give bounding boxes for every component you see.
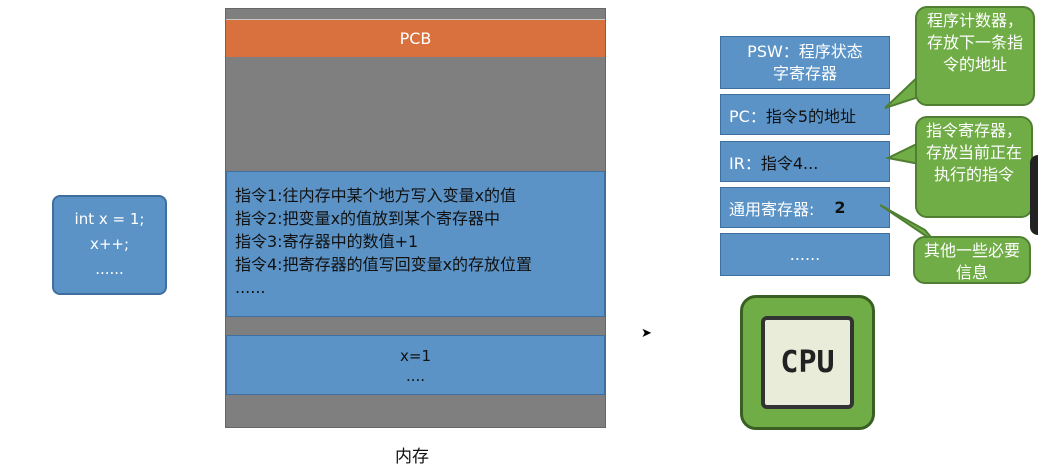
- general-label: 通用寄存器:: [729, 199, 815, 219]
- mouse-cursor-icon: ➤: [641, 326, 652, 341]
- ir-callout: 指令寄存器，存放当前正在执行的指令: [915, 116, 1033, 218]
- ir-label: IR：: [729, 153, 761, 173]
- pc-label: PC：: [729, 106, 766, 126]
- general-value: 2: [834, 198, 846, 217]
- pc-callout: 程序计数器，存放下一条指令的地址: [915, 6, 1035, 106]
- code-line-1: int x = 1;: [74, 210, 145, 228]
- pc-register: PC：指令5的地址: [720, 94, 890, 135]
- data-more: ....: [405, 367, 426, 385]
- code-line-2: x++;: [89, 235, 130, 253]
- variable-x: x=1: [400, 347, 431, 365]
- data-block: x=1 ....: [226, 335, 605, 395]
- instruction-4: 指令4:把寄存器的值写回变量x的存放位置: [235, 255, 533, 274]
- pcb-block: PCB: [226, 19, 605, 57]
- instruction-more: ......: [235, 278, 266, 297]
- instruction-2: 指令2:把变量x的值放到某个寄存器中: [235, 209, 501, 228]
- instruction-1: 指令1:往内存中某个地方写入变量x的值: [235, 186, 517, 205]
- psw-register: PSW：程序状态字寄存器: [720, 36, 890, 89]
- other-label: ......: [789, 245, 821, 264]
- ir-value: 指令4...: [760, 153, 819, 173]
- psw-label: PSW：程序状态字寄存器: [747, 41, 863, 83]
- memory-block: PCB 指令1:往内存中某个地方写入变量x的值 指令2:把变量x的值放到某个寄存…: [225, 8, 606, 428]
- other-registers: ......: [720, 233, 890, 276]
- pc-value: 指令5的地址: [765, 106, 857, 126]
- code-line-3: ......: [95, 260, 124, 278]
- cpu-icon: CPU: [740, 295, 875, 430]
- other-callout: 其他一些必要信息: [913, 236, 1031, 284]
- program-instructions: 指令1:往内存中某个地方写入变量x的值 指令2:把变量x的值放到某个寄存器中 指…: [226, 171, 605, 317]
- edge-overlay: [1030, 155, 1038, 235]
- memory-label: 内存: [395, 447, 429, 467]
- general-register: 通用寄存器: 2: [720, 187, 890, 228]
- instruction-3: 指令3:寄存器中的数值+1: [235, 232, 419, 251]
- source-code-scroll: int x = 1; x++; ......: [52, 195, 167, 295]
- cpu-label: CPU: [761, 316, 854, 409]
- ir-register: IR：指令4...: [720, 141, 890, 182]
